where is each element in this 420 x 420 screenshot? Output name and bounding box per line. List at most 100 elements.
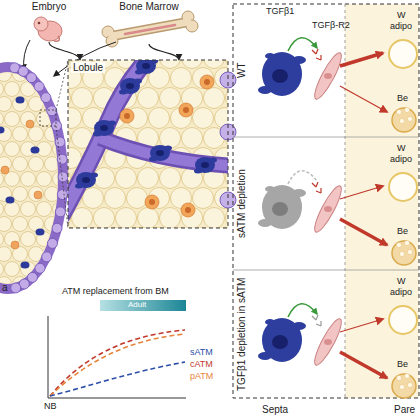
adipocyte-cells xyxy=(0,97,12,112)
macrophage xyxy=(272,335,288,349)
legend-text: sATM xyxy=(190,348,213,358)
fibroblast xyxy=(310,182,345,235)
adipocyte-cells xyxy=(160,168,181,189)
adult-bar xyxy=(100,300,186,311)
adipocyte-cells xyxy=(138,168,159,189)
adipocyte-cells xyxy=(0,247,12,262)
septal-cell xyxy=(57,190,67,200)
adipocyte-cells xyxy=(0,262,4,277)
zone-label: Septa xyxy=(262,404,288,415)
condition-row xyxy=(258,304,417,398)
beige-adipocyte xyxy=(407,382,412,387)
adipocyte-cells xyxy=(127,228,148,229)
macrophage xyxy=(36,229,45,236)
adipocyte-cells xyxy=(29,247,44,262)
legend-text: pATM xyxy=(190,372,213,382)
adipocyte-cells xyxy=(21,82,36,97)
adipocyte-cells xyxy=(204,60,225,69)
adipocyte-cells xyxy=(72,88,93,109)
adipocyte-cells xyxy=(127,188,148,209)
fibroblast xyxy=(324,73,332,79)
macrophage xyxy=(6,197,15,204)
perivascular-cell xyxy=(1,166,9,174)
adipocyte-cells xyxy=(13,187,28,202)
perivascular-cell xyxy=(179,103,193,117)
macrophage xyxy=(93,120,116,137)
tgfb-signal-arrow xyxy=(288,38,317,51)
camt-curve xyxy=(50,330,185,396)
lobule-frame xyxy=(68,60,228,228)
beige-adipocyte xyxy=(392,240,416,265)
adipocyte-cells xyxy=(193,108,214,129)
adipocyte-cells xyxy=(0,82,4,97)
macrophage xyxy=(135,60,158,75)
row-divider xyxy=(233,137,419,138)
septal-cell xyxy=(27,272,37,282)
differentiation-arrow xyxy=(340,186,383,199)
adipocyte-cells xyxy=(72,208,93,229)
replacement-chart xyxy=(48,300,186,398)
differentiation-arrow xyxy=(340,53,383,66)
macrophage xyxy=(258,352,272,360)
macrophage xyxy=(82,177,90,183)
macrophage xyxy=(0,127,5,134)
septal-cell xyxy=(35,263,45,273)
adipocyte-cells xyxy=(116,168,137,189)
perivascular-cell xyxy=(145,195,159,209)
fat-depot-section xyxy=(0,72,58,284)
macrophage xyxy=(258,185,306,229)
beige-adipocyte xyxy=(396,109,401,114)
perivascular-cell xyxy=(26,120,34,128)
perivascular-cell xyxy=(145,195,159,209)
lobule-box: Lobule xyxy=(68,60,228,228)
adipocyte-cells xyxy=(13,157,28,172)
panel-frame xyxy=(233,4,419,398)
septal-cell xyxy=(11,283,21,293)
adipocyte-cells xyxy=(53,262,68,277)
macrophage xyxy=(119,90,127,95)
macrophage xyxy=(258,219,272,227)
adipocyte-cells xyxy=(215,188,229,209)
node-heading: Bone Marrow xyxy=(98,1,200,12)
adipocyte-cells xyxy=(21,232,36,247)
beige-adipocyte xyxy=(407,249,412,254)
white-adipocyte xyxy=(389,173,417,201)
adipocyte-cells xyxy=(29,187,44,202)
beige-adipocyte xyxy=(407,116,412,121)
macrophage xyxy=(149,145,172,162)
adipocyte-cells xyxy=(0,67,68,292)
macrophage xyxy=(75,172,98,189)
septal-cell xyxy=(18,66,28,76)
receptor xyxy=(312,315,321,326)
molecule-label: TGFβ1 xyxy=(266,7,294,17)
patm-curve xyxy=(50,334,185,396)
cell-label: adipo xyxy=(390,288,412,298)
beige-adipocyte xyxy=(392,374,416,398)
period-label: Adult xyxy=(128,301,146,310)
adipocyte-cells xyxy=(105,188,126,209)
macrophage xyxy=(292,189,306,197)
legend-text: cATM xyxy=(190,360,213,370)
origin-box: Bone Marrow xyxy=(98,0,200,44)
tgfb-signal-arrow xyxy=(288,304,317,317)
perivascular-cell xyxy=(149,199,155,205)
cell-label: W xyxy=(397,11,406,21)
embryo-illustration xyxy=(34,17,62,41)
axes xyxy=(48,316,186,398)
cell-label: Be xyxy=(397,227,408,237)
adipocyte-cells xyxy=(45,67,60,82)
fibroblast xyxy=(310,49,345,102)
macrophage xyxy=(75,184,83,189)
macrophage xyxy=(265,319,275,325)
macrophage xyxy=(292,322,306,330)
adipocyte-cells xyxy=(204,208,225,229)
adipocyte-cells xyxy=(0,202,4,217)
macrophage xyxy=(194,169,202,174)
adipocyte-cells xyxy=(116,208,137,229)
beige-adipocyte xyxy=(399,118,404,123)
septal-cell xyxy=(42,252,52,262)
adipocyte-cells xyxy=(83,188,104,209)
adipocyte-cells xyxy=(21,202,36,217)
septal-cell xyxy=(52,223,62,233)
adipocyte-cells xyxy=(182,60,203,69)
